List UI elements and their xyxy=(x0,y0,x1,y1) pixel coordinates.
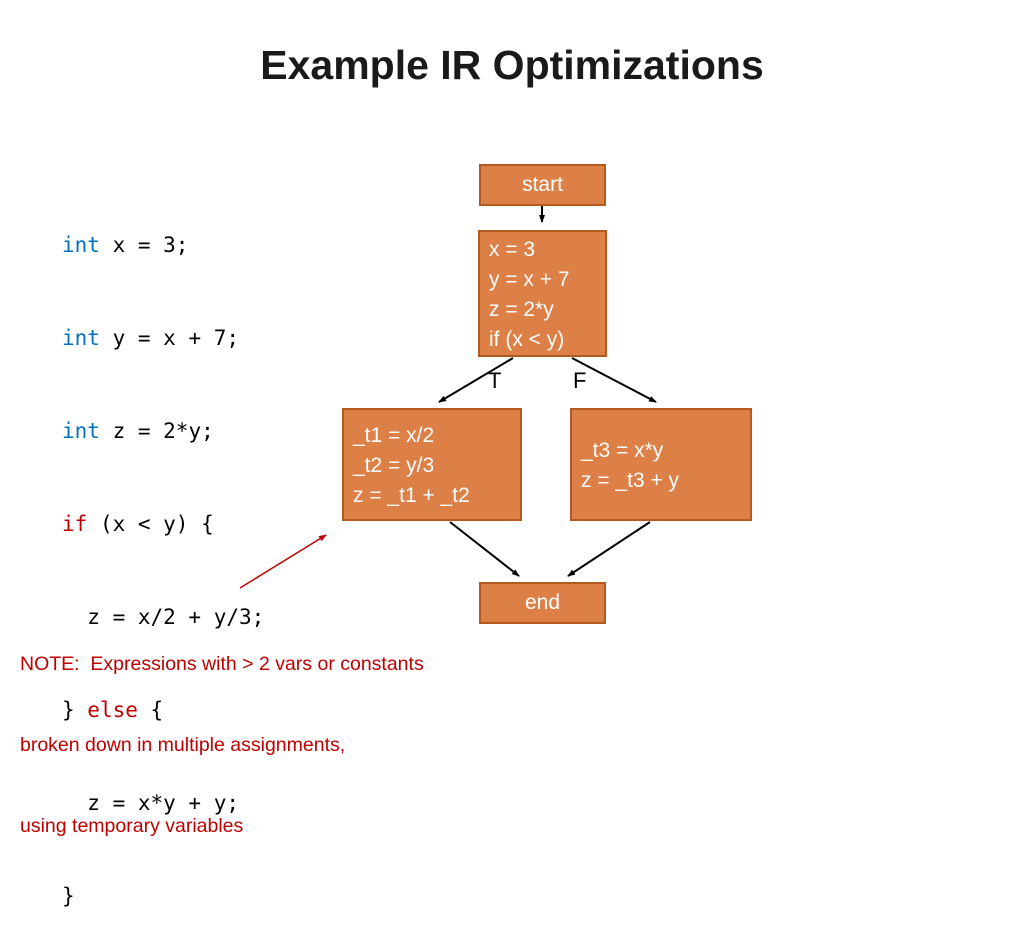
code-text: (x < y) { xyxy=(87,512,214,536)
code-line: } else { xyxy=(62,695,264,726)
code-line: int z = 2*y; xyxy=(62,416,264,447)
code-line: if (x < y) { xyxy=(62,509,264,540)
keyword-int: int xyxy=(62,326,100,350)
code-line: int x = 3; xyxy=(62,230,264,261)
flow-node-line: x = 3 xyxy=(489,238,536,261)
flow-node-condition: x = 3 y = x + 7 z = 2*y if (x < y) xyxy=(478,230,607,357)
keyword-int: int xyxy=(62,419,100,443)
arrow-false-to-end xyxy=(567,521,651,577)
flow-node-true-branch: _t1 = x/2 _t2 = y/3 z = _t1 + _t2 xyxy=(342,408,522,521)
code-text: y = x + 7; xyxy=(99,326,240,350)
keyword-if: if xyxy=(62,512,88,536)
code-text: } xyxy=(62,698,88,722)
arrow-true-to-end xyxy=(449,521,520,577)
flow-node-line: z = _t1 + _t2 xyxy=(353,484,470,507)
keyword-else: else xyxy=(87,698,138,722)
code-line: int y = x + 7; xyxy=(62,323,264,354)
flow-node-false-branch: _t3 = x*y z = _t3 + y xyxy=(570,408,752,521)
flow-node-line: z = _t3 + y xyxy=(581,469,680,492)
arrow-cond-to-true xyxy=(438,357,514,403)
flow-node-end: end xyxy=(479,582,606,624)
code-text: z = x/2 + y/3; xyxy=(62,605,265,629)
note-line: broken down in multiple assignments, xyxy=(20,734,346,756)
flow-node-line: if (x < y) xyxy=(489,328,565,351)
branch-label-true: T xyxy=(488,368,502,393)
flow-node-end-label: end xyxy=(524,591,561,614)
flow-node-line: _t2 = y/3 xyxy=(353,454,435,477)
code-line: } xyxy=(62,881,264,912)
code-text: { xyxy=(137,698,164,722)
source-code-block: int x = 3; int y = x + 7; int z = 2*y; i… xyxy=(62,168,264,943)
flow-node-start-label: start xyxy=(522,173,563,196)
note-line: using temporary variables xyxy=(20,815,244,837)
code-text: x = 3; xyxy=(99,233,189,257)
code-line: z = x/2 + y/3; xyxy=(62,602,264,633)
branch-label-false: F xyxy=(573,368,587,393)
code-text: z = 2*y; xyxy=(99,419,214,443)
note-line: NOTE: Expressions with > 2 vars or const… xyxy=(20,653,424,675)
flow-node-line: _t3 = x*y xyxy=(581,439,664,462)
slide-title: Example IR Optimizations xyxy=(260,42,764,88)
flow-node-line: _t1 = x/2 xyxy=(353,424,435,447)
code-text: } xyxy=(62,884,75,908)
flow-node-line: y = x + 7 xyxy=(489,268,570,291)
flow-node-line: z = 2*y xyxy=(489,298,554,321)
flow-node-start: start xyxy=(479,164,606,206)
note-text: NOTE: Expressions with > 2 vars or const… xyxy=(20,597,424,867)
keyword-int: int xyxy=(62,233,100,257)
